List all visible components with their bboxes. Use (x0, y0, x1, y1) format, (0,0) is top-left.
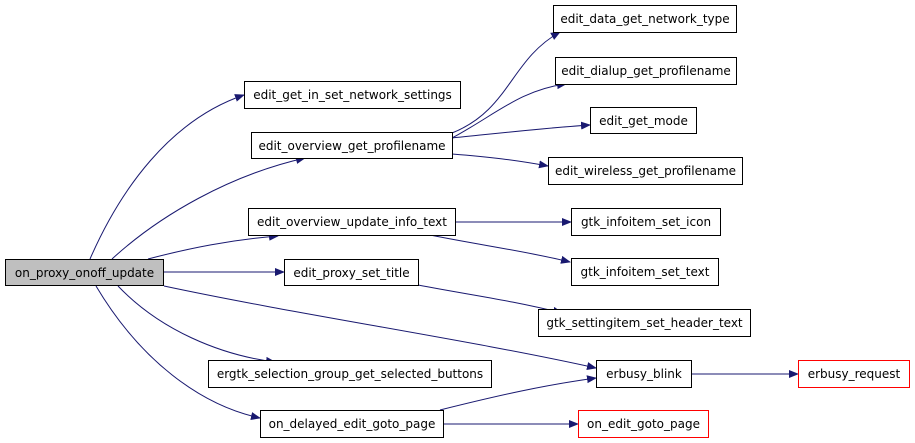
node-gtk-settingitem-set-header-text[interactable]: gtk_settingitem_set_header_text (538, 309, 751, 337)
node-edit-overview-get-profilename[interactable]: edit_overview_get_profilename (251, 132, 453, 159)
node-ergtk-selection-group-get-selected-buttons[interactable]: ergtk_selection_group_get_selected_butto… (208, 360, 492, 388)
node-on-edit-goto-page[interactable]: on_edit_goto_page (578, 410, 709, 438)
edge-root-to-ergtk-selection-group (117, 285, 276, 365)
edge-profilename-to-dialup-get-profilename (451, 81, 567, 139)
node-erbusy-request[interactable]: erbusy_request (798, 360, 910, 388)
edge-set-title-to-header-text (417, 284, 563, 315)
node-on-proxy-onoff-update: on_proxy_onoff_update (5, 259, 164, 286)
node-gtk-infoitem-set-text[interactable]: gtk_infoitem_set_text (571, 258, 719, 286)
node-edit-overview-update-info-text[interactable]: edit_overview_update_info_text (248, 208, 456, 236)
node-on-delayed-edit-goto-page[interactable]: on_delayed_edit_goto_page (260, 410, 444, 438)
edge-profilename-to-data-get-network-type (451, 31, 561, 134)
edge-root-to-edit-overview-get-profilename (111, 156, 306, 260)
node-edit-proxy-set-title[interactable]: edit_proxy_set_title (284, 259, 419, 286)
node-erbusy-blink[interactable]: erbusy_blink (596, 360, 692, 388)
node-edit-wireless-get-profilename[interactable]: edit_wireless_get_profilename (548, 157, 743, 185)
edge-root-to-on-delayed-edit-goto-page (95, 285, 261, 420)
node-edit-data-get-network-type[interactable]: edit_data_get_network_type (553, 5, 737, 33)
node-edit-get-mode[interactable]: edit_get_mode (590, 107, 697, 134)
node-edit-get-in-set-network-settings[interactable]: edit_get_in_set_network_settings (244, 81, 461, 109)
edge-info-text-to-set-text (429, 234, 571, 264)
edge-profilename-to-wireless-get-profilename (451, 153, 549, 169)
edge-delayed-to-blink (439, 375, 597, 411)
node-edit-dialup-get-profilename[interactable]: edit_dialup_get_profilename (555, 57, 737, 85)
edge-root-to-edit-get-in-set-network-settings (89, 94, 245, 260)
edge-root-to-erbusy-blink (163, 285, 597, 370)
edge-root-to-edit-overview-update-info-text (147, 232, 279, 260)
node-gtk-infoitem-set-icon[interactable]: gtk_infoitem_set_icon (571, 208, 721, 236)
edge-profilename-to-get-mode (451, 121, 591, 139)
